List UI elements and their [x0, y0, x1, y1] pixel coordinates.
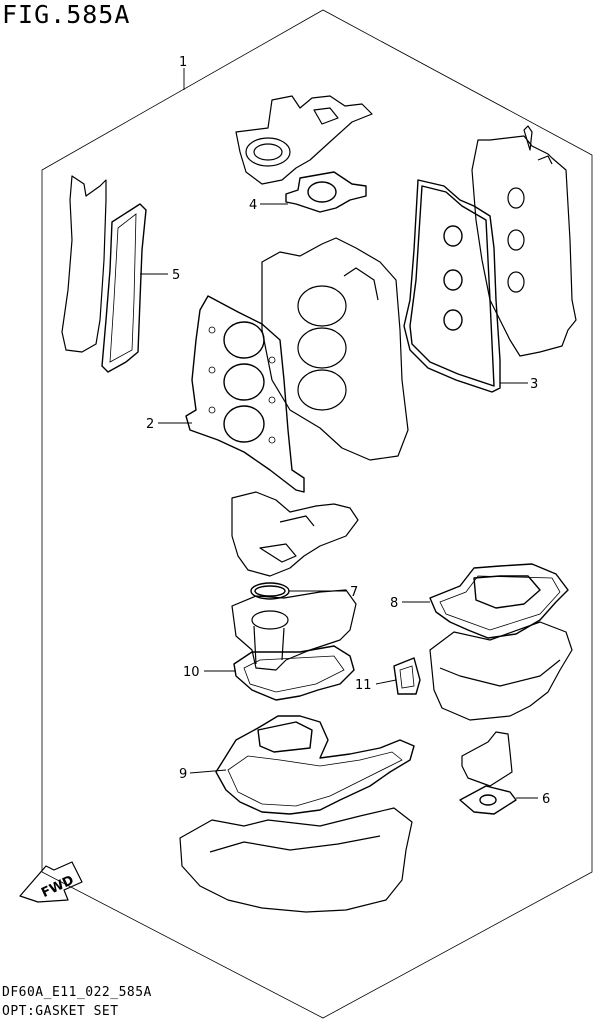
callout-number: 10 — [183, 665, 200, 680]
part-9-lower-case-gasket — [215, 715, 415, 815]
fwd-arrow-icon: FWD — [19, 861, 83, 903]
callout-1: 1 — [179, 55, 187, 90]
callout-number: 9 — [179, 767, 187, 782]
figure-code: DF60A_E11_022_585A — [2, 985, 152, 1000]
part-8-oil-pan-gasket — [429, 563, 569, 639]
part-3-head-cover-gasket — [403, 179, 501, 393]
part-2-head-gasket — [185, 295, 305, 493]
callout-10: 10 — [183, 665, 236, 680]
callout-number: 5 — [172, 268, 180, 283]
callout-4: 4 — [249, 198, 288, 213]
figure-name: OPT:GASKET SET — [2, 1004, 119, 1019]
lower-case-body — [179, 807, 413, 913]
oil-pan-body — [429, 621, 573, 721]
callout-3: 3 — [500, 377, 538, 392]
callout-number: 4 — [249, 198, 257, 213]
part-4-thermostat-gasket — [285, 171, 367, 213]
thermostat-housing — [235, 95, 373, 185]
callout-7: 7 — [289, 585, 358, 600]
fwd-label: FWD — [39, 873, 76, 901]
callout-11: 11 — [355, 678, 397, 693]
callout-5: 5 — [140, 268, 180, 283]
cylinder-head-cover — [471, 125, 577, 357]
callout-number: 8 — [390, 596, 398, 611]
callout-number: 2 — [146, 417, 154, 432]
callout-number: 11 — [355, 678, 372, 693]
callout-number: 3 — [530, 377, 538, 392]
callout-9: 9 — [179, 767, 227, 782]
figure-title: FIG.585A — [2, 0, 131, 29]
part-10-adapter-gasket — [233, 645, 355, 701]
part-6-anode-gasket — [459, 731, 517, 815]
callout-2: 2 — [146, 417, 192, 432]
callout-number: 6 — [542, 792, 550, 807]
manifold-body — [231, 491, 359, 577]
callout-6: 6 — [516, 792, 550, 807]
gasket-set-boundary — [41, 9, 593, 1019]
callout-number: 1 — [179, 55, 187, 70]
part-5-side-cover-gasket — [61, 175, 147, 373]
callout-number: 7 — [350, 585, 358, 600]
cylinder-block — [261, 237, 409, 461]
callout-8: 8 — [390, 596, 430, 611]
adapter-body — [231, 589, 357, 671]
part-11-small-gasket — [393, 657, 421, 695]
